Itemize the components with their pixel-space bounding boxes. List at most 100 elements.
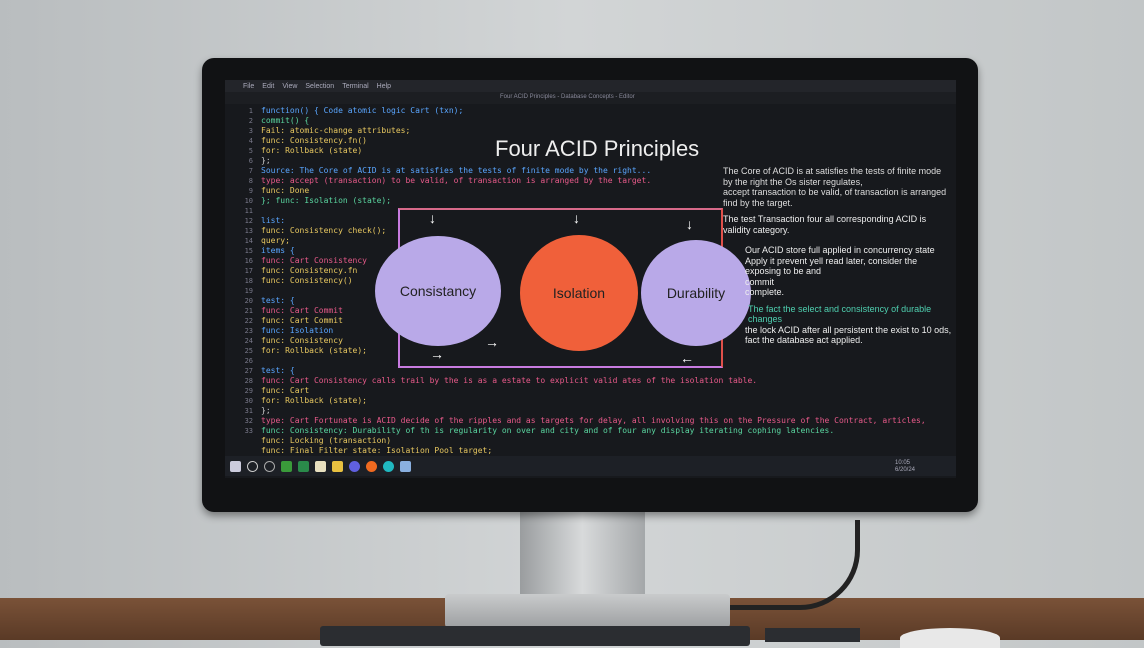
line-number: 26 [244, 357, 253, 365]
line-number: 25 [244, 347, 253, 355]
app-icon[interactable] [383, 460, 394, 472]
line-number: 9 [248, 187, 253, 195]
monitor-cable [640, 520, 860, 610]
code-line: }; [261, 156, 271, 165]
line-number: 19 [244, 287, 253, 295]
app-icon[interactable] [298, 460, 309, 472]
code-line: for: Rollback (state); [261, 346, 367, 355]
line-number: 13 [244, 227, 253, 235]
side-bullet: complete. [745, 287, 785, 297]
side-bullet: Our ACID store full applied in concurren… [745, 245, 935, 255]
side-bullet: commit [745, 276, 774, 287]
keyboard [320, 626, 750, 646]
code-line: function() { Code atomic logic Cart (txn… [261, 106, 464, 115]
arrow-down-icon: ↓ [429, 210, 436, 226]
line-number: 2 [248, 117, 253, 125]
code-line: }; [261, 406, 271, 415]
app-icon[interactable] [349, 460, 360, 472]
line-number: 33 [244, 427, 253, 435]
line-number: 7 [248, 167, 253, 175]
code-line: func: Cart [261, 386, 310, 395]
code-line: func: Done [261, 186, 310, 195]
description-line: The Core of ACID is at satisfies the tes… [723, 166, 942, 187]
code-line: Source: The Core of ACID is at satisfies… [261, 166, 652, 175]
code-line: for: Rollback (state) [261, 146, 363, 155]
code-line: func: Cart Consistency calls trail by th… [261, 376, 758, 385]
line-number: 3 [248, 127, 253, 135]
app-icon[interactable] [315, 460, 326, 472]
task-view-icon[interactable] [264, 460, 275, 472]
code-line: func: Cart Consistency [261, 256, 367, 265]
tab-bar: Four ACID Principles - Database Concepts… [225, 92, 956, 104]
arrow-right-icon: → [485, 334, 499, 350]
screen: File Edit View Selection Terminal Help F… [225, 80, 956, 478]
line-number: 15 [244, 247, 253, 255]
code-line: type: accept (transaction) to be valid, … [261, 176, 652, 185]
code-line: type: Cart Fortunate is ACID decide of t… [261, 416, 926, 425]
side-bullet: the lock ACID after all persistent the e… [745, 324, 952, 346]
code-line: list: [261, 216, 286, 225]
menu-view[interactable]: View [282, 82, 298, 90]
code-line: test: { [261, 366, 295, 375]
line-number: 8 [248, 177, 253, 185]
code-line: func: Consistency.fn() [261, 136, 367, 145]
line-number: 12 [244, 217, 253, 225]
code-line: commit() { [261, 116, 310, 125]
side-intro: The test Transaction four all correspond… [723, 214, 927, 235]
tray-time: 10:05 [895, 460, 911, 466]
line-number: 21 [244, 307, 253, 315]
monitor-stand-neck [520, 505, 645, 600]
arrow-down-icon: ↓ [573, 210, 580, 226]
code-line: func: Consistency check(); [261, 226, 387, 235]
line-number: 18 [244, 277, 253, 285]
line-number: 5 [248, 147, 253, 155]
code-line: func: Final Filter state: Isolation Pool… [261, 446, 493, 455]
code-line: func: Cart Commit [261, 316, 343, 325]
system-tray-clock[interactable]: 10:05 6/20/24 [895, 460, 915, 474]
menu-help[interactable]: Help [376, 82, 392, 90]
app-icon[interactable] [332, 460, 343, 472]
line-number: 16 [244, 257, 253, 265]
menu-terminal[interactable]: Terminal [342, 82, 369, 90]
side-bullet: Apply it prevent yell read later, consid… [745, 255, 918, 277]
line-number: 30 [244, 397, 253, 405]
slide-description: The Core of ACID is at satisfies the tes… [723, 166, 951, 208]
code-line: func: Consistency.fn [261, 266, 358, 275]
line-number: 4 [248, 137, 253, 145]
node-consistency: Consistancy [375, 236, 501, 346]
line-number: 24 [244, 337, 253, 345]
code-line: }; func: Isolation (state); [261, 196, 392, 205]
start-icon[interactable] [230, 460, 241, 472]
node-durability: Durability [641, 240, 751, 346]
arrow-right-icon: → [430, 346, 444, 362]
code-line: func: Consistency: Durability of th is r… [261, 426, 835, 435]
app-icon[interactable] [366, 460, 377, 472]
code-line: query; [261, 236, 290, 245]
search-icon[interactable] [247, 460, 258, 472]
code-line: func: Locking (transaction) [261, 436, 392, 445]
side-highlight: The fact the select and consistency of d… [748, 303, 932, 325]
app-icon[interactable] [281, 460, 292, 472]
arrow-down-icon: ↓ [686, 216, 693, 232]
monitor-stand-base [445, 594, 730, 628]
file-explorer-icon[interactable] [400, 460, 411, 472]
menu-edit[interactable]: Edit [262, 82, 275, 90]
code-editor[interactable]: function() { Code atomic logic Cart (txn… [261, 106, 926, 456]
mouse [900, 628, 1000, 648]
line-number: 6 [248, 157, 253, 165]
menu-bar: File Edit View Selection Terminal Help [225, 80, 956, 92]
code-line: func: Cart Commit [261, 306, 343, 315]
code-line: func: Consistency [261, 336, 343, 345]
line-number: 10 [244, 197, 253, 205]
keyboard-numpad [765, 628, 860, 642]
menu-file[interactable]: File [243, 82, 255, 90]
line-number: 29 [244, 387, 253, 395]
line-number: 32 [244, 417, 253, 425]
line-number: 1 [248, 107, 253, 115]
line-number: 23 [244, 327, 253, 335]
window-title: Four ACID Principles - Database Concepts… [500, 94, 635, 100]
menu-selection[interactable]: Selection [305, 82, 335, 90]
code-line: func: Consistency() [261, 276, 353, 285]
line-number: 20 [244, 297, 253, 305]
code-line: items { [261, 246, 295, 255]
